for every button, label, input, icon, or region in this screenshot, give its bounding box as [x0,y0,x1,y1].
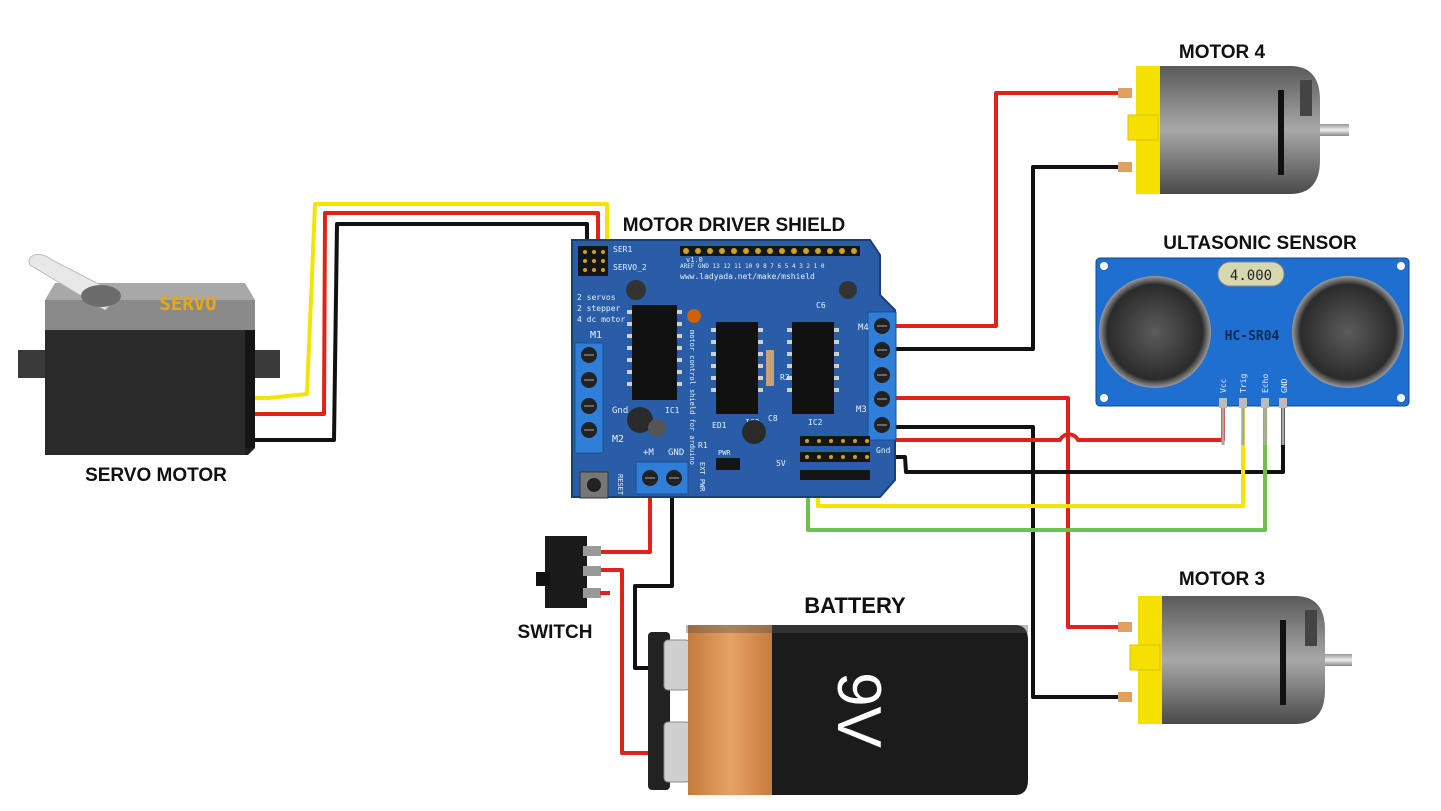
switch-label: SWITCH [518,622,593,643]
battery-black-wire [633,496,674,670]
battery-voltage: 9V [824,672,893,748]
motor3-label: MOTOR 3 [1179,569,1265,590]
shield-label-ed1: ED1 [712,421,727,430]
terminal-block-m1-m2 [574,342,604,454]
power-terminal-block [635,461,689,495]
analog-header-bottom [800,452,870,462]
sensor-crystal-display: 4.000 [1230,268,1272,284]
sensor-pin-vcc: Vcc [1219,378,1228,393]
capacitor-4 [648,419,666,437]
ultrasonic-sensor-label: ULTASONIC SENSOR [1163,233,1357,254]
shield-label-gnd-right: Gnd [876,446,891,455]
analog-header-extra [800,470,870,480]
battery-label: BATTERY [804,593,906,618]
switch-red-wire-top [600,496,652,554]
shield-label-m1: M1 [590,330,602,341]
shield-label-plusm: +M [643,448,654,458]
shield-label-m2: M2 [612,434,624,445]
motor3-black-wire [893,425,1132,699]
power-jumper [716,458,740,470]
receiver-transducer [1292,276,1404,388]
shield-side-text: motor control shield for arduino [688,330,696,465]
shield-label-reset: RESET [616,474,624,496]
shield-label-c6: C6 [816,301,826,310]
motor4-label: MOTOR 4 [1179,42,1266,63]
shield-label-servo2: SERVO_2 [613,263,647,272]
ic1-chip [627,305,682,400]
motor4-red-wire [893,91,1132,328]
shield-label-ic2: IC2 [808,418,823,427]
shield-label-gnd-power: GND [668,448,684,458]
ic2-chip [787,322,839,414]
sensor-pin-gnd: GND [1280,378,1289,393]
sensor-echo-wire [806,400,1267,532]
servo-brand: SERVO [159,293,216,315]
capacitor-5 [742,420,766,444]
capacitor-1 [626,280,646,300]
transmitter-transducer [1099,276,1211,388]
shield-version: v1.0 [686,256,703,264]
sensor-pin-echo: Echo [1261,374,1270,393]
ic3-chip [711,322,763,414]
motor-driver-shield: v1.0 AREF GND 13 12 11 10 9 8 7 6 5 4 3 … [571,239,897,499]
terminal-block-m3-m4 [867,311,897,441]
capacitor-2 [839,281,857,299]
shield-label-r2: R2 [780,373,790,382]
switch-red-wire-bottom [600,568,660,755]
shield-label-r1: R1 [698,441,708,450]
analog-header-top [800,436,870,446]
servo-signal-wire [267,202,609,400]
shield-label-m3: M3 [856,405,867,415]
sensor-model: HC-SR04 [1225,329,1280,344]
sensor-pin-trig: Trig [1239,374,1248,393]
servo-motor-label: SERVO MOTOR [85,465,227,486]
shield-label-pwr: PWR [718,449,731,457]
shield-pin-header-text: AREF GND 13 12 11 10 9 8 7 6 5 4 3 2 1 0 [680,263,825,270]
shield-label-extpwr: EXT PWR [698,462,706,492]
toggle-switch[interactable] [536,536,610,608]
shield-label-gnd-left: Gnd [612,406,628,416]
shield-url: www.ladyada.net/make/mshield [680,272,815,281]
capacitor-3 [627,407,653,433]
shield-label-c8: C8 [768,414,778,423]
shield-label-4dcmotor: 4 dc motor [577,315,625,324]
shield-label-2servos: 2 servos [577,293,616,302]
motor-4 [1118,66,1349,194]
capacitor-6 [687,309,701,323]
shield-label-ic1: IC1 [665,406,680,415]
resistor-r2 [766,350,774,386]
motor4-black-wire [893,165,1132,351]
shield-label-5v: 5V [776,459,786,468]
shield-label-m4: M4 [858,323,869,333]
servo-power-wire [268,211,600,416]
ultrasonic-sensor: 4.000 HC-SR04 Vcc Trig Echo GND [1095,257,1410,445]
servo-motor: SERVO [18,254,280,455]
battery-9v: 9V [648,625,1028,795]
wires [267,91,1285,755]
shield-label-2stepper: 2 stepper [577,304,621,313]
motor-driver-shield-label: MOTOR DRIVER SHIELD [623,215,845,236]
sensor-vcc-wire [868,400,1225,442]
motor-3 [1118,596,1352,724]
motor3-red-wire [893,396,1132,629]
servo-ground-wire [268,222,589,442]
shield-label-ser1: SER1 [613,245,632,254]
